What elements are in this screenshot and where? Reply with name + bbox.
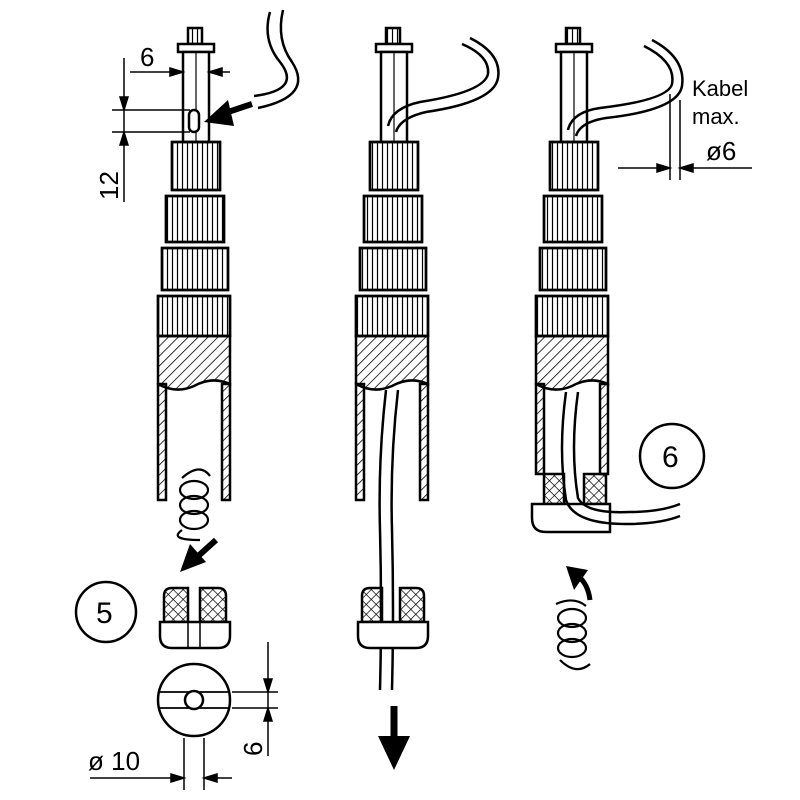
cap-top-view (156, 662, 232, 790)
dimension-6-top (130, 55, 230, 80)
dimension-6-bottom (232, 642, 278, 756)
step-5-callout: 5 (74, 580, 138, 644)
cable-icon (560, 38, 684, 526)
dimension-12 (112, 58, 190, 202)
dimension-d10-label: ø 10 (88, 746, 140, 776)
cable-label-line1: Kabel (692, 76, 748, 101)
dimension-6-top-label: 6 (140, 42, 154, 72)
right-sensor-assembly (530, 26, 612, 534)
step-6-callout: 6 (638, 422, 706, 490)
dimension-d10 (90, 772, 232, 784)
arrow-icon (378, 706, 410, 770)
left-sensor-assembly (156, 26, 232, 502)
cable-label-line2: max. (692, 104, 740, 129)
arrow-icon (204, 100, 253, 126)
middle-sensor-assembly (354, 26, 430, 502)
cable-icon (253, 9, 300, 110)
step-5-label: 5 (96, 597, 113, 630)
spring-icon (555, 599, 591, 671)
arrow-icon (180, 537, 219, 572)
dimension-d6-label: ø6 (706, 136, 736, 166)
spring-icon (176, 468, 211, 542)
middle-cap (356, 586, 430, 650)
left-cap (158, 586, 232, 650)
dimension-12-label: 12 (94, 171, 124, 200)
arrow-icon (566, 566, 593, 601)
dimension-cable-d6 (618, 94, 752, 180)
dimension-6-bottom-label: 6 (238, 742, 268, 756)
step-6-label: 6 (662, 441, 679, 474)
